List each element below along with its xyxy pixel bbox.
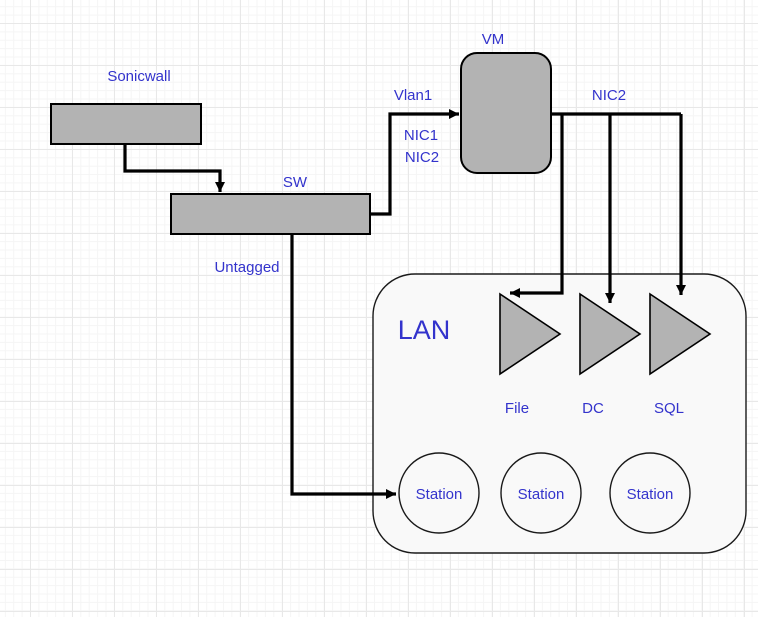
station1-label: Station [416, 486, 463, 503]
vm-label: VM [482, 31, 505, 48]
nic2-right-edge-label: NIC2 [592, 87, 626, 104]
sql-server-label: SQL [654, 400, 684, 417]
station1-circle[interactable] [398, 452, 480, 534]
sw-label: SW [283, 174, 308, 191]
lan-label: LAN [398, 315, 451, 345]
nic1-edge-label: NIC1 [404, 127, 438, 144]
dc-server-triangle[interactable] [579, 292, 642, 376]
sonicwall-label: Sonicwall [107, 68, 170, 85]
file-server-triangle[interactable] [499, 292, 562, 376]
nic2-left-edge-label: NIC2 [405, 149, 439, 166]
station3-circle[interactable] [609, 452, 691, 534]
edge-sw-to-vm-vlan1[interactable] [370, 109, 459, 216]
edge-nic2-to-file[interactable] [510, 114, 564, 298]
file-server-label: File [505, 400, 529, 417]
station3-label: Station [627, 486, 674, 503]
vlan1-edge-label: Vlan1 [394, 87, 432, 104]
untagged-edge-label: Untagged [214, 259, 279, 276]
station2-label: Station [518, 486, 565, 503]
edge-sw-untagged-to-station[interactable] [290, 234, 396, 499]
edge-sonicwall-to-sw[interactable] [123, 144, 225, 192]
sonicwall-node[interactable] [50, 103, 202, 145]
vm-node[interactable] [460, 52, 552, 174]
sw-switch-node[interactable] [170, 193, 371, 235]
sql-server-triangle[interactable] [649, 292, 712, 376]
station2-circle[interactable] [500, 452, 582, 534]
dc-server-label: DC [582, 400, 604, 417]
